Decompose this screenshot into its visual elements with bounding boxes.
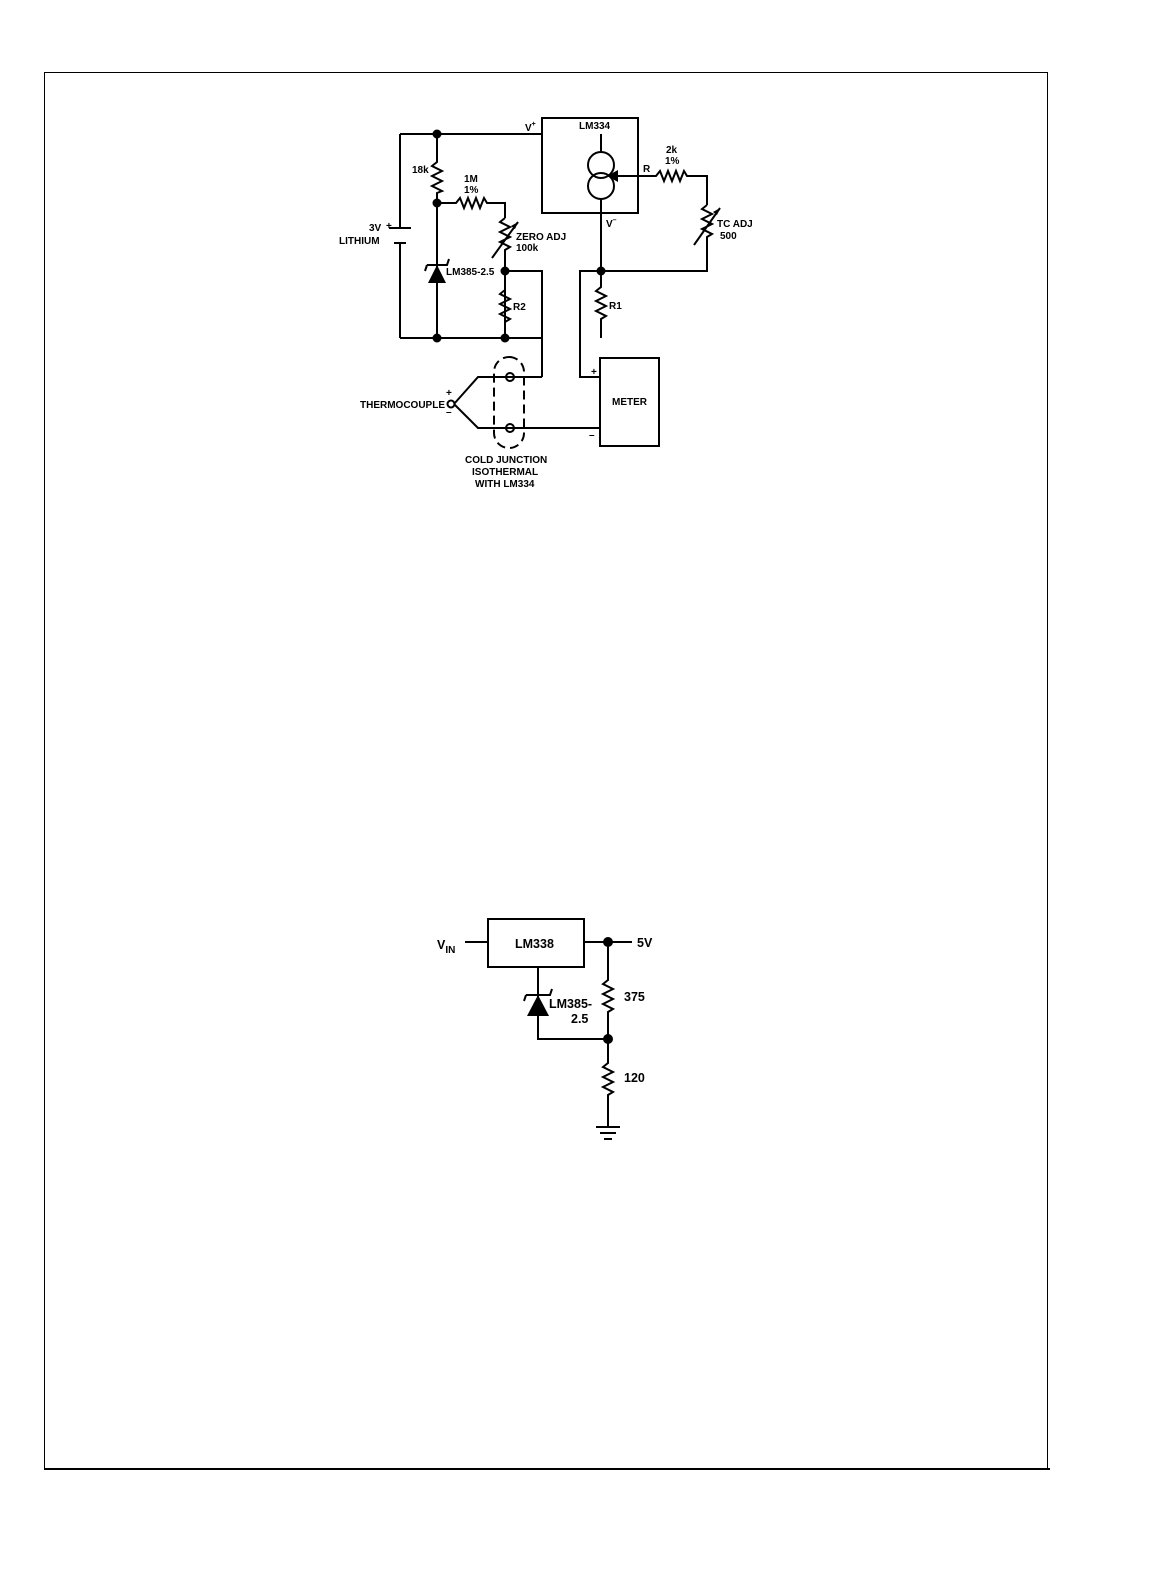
r18k-label: 18k [412, 165, 429, 176]
resistor-18k [432, 134, 442, 338]
pot-tc-adj [601, 205, 712, 271]
wire-r2-to-tc [505, 271, 542, 377]
tc-adj-value: 500 [720, 231, 737, 242]
r2k-label: 2k [666, 145, 678, 156]
r-pin-label: R [643, 164, 651, 175]
node-dot [433, 199, 442, 208]
vout-label: 5V [637, 936, 653, 950]
lm385-label: LM385-2.5 [446, 267, 495, 278]
meter-plus-label: + [591, 367, 597, 378]
battery-label: 3V [369, 223, 382, 234]
resistor-r1 [596, 271, 606, 338]
meter-label: METER [612, 397, 648, 408]
lm385-label-2: 2.5 [571, 1012, 588, 1026]
lm334-label: LM334 [579, 121, 611, 132]
r1-label: R1 [609, 301, 622, 312]
battery-plus-label: + [386, 221, 392, 232]
with-lm334-label: WITH LM334 [475, 479, 535, 490]
resistor-1m [437, 198, 505, 218]
resistor-120 [603, 1039, 613, 1127]
isothermal-label: ISOTHERMAL [472, 467, 538, 478]
isothermal-enclosure [494, 357, 524, 448]
node-dot [501, 334, 510, 343]
current-source-symbol [588, 134, 638, 271]
battery-symbol [389, 228, 411, 243]
regulator-circuit: VIN LM338 5V LM385- 2.5 375 120 [437, 919, 653, 1139]
wire-tc-minus [454, 404, 600, 428]
v-minus-label: V– [606, 217, 617, 230]
resistor-2k [638, 171, 707, 205]
thermocouple-label: THERMOCOUPLE [360, 400, 445, 411]
r1m-label: 1M [464, 174, 478, 185]
r1m-tol-label: 1% [464, 185, 479, 196]
lm334-box [542, 118, 638, 213]
cold-junction-label: COLD JUNCTION [465, 455, 547, 466]
wire-meter-plus [580, 271, 601, 377]
node-dot [501, 267, 510, 276]
node-dot [433, 334, 442, 343]
r120-label: 120 [624, 1071, 645, 1085]
lm385-label-1: LM385- [549, 997, 592, 1011]
node-dot [603, 937, 613, 947]
lm338-label: LM338 [515, 937, 554, 951]
zero-adj-value: 100k [516, 243, 539, 254]
r2-label: R2 [513, 302, 526, 313]
ground-symbol [596, 1127, 620, 1139]
vin-label: VIN [437, 938, 455, 956]
meter-minus-label: – [589, 430, 595, 441]
wire-tc-plus [454, 377, 510, 404]
battery-chem-label: LITHIUM [339, 236, 380, 247]
tc-minus-label: – [446, 407, 452, 418]
tc-adj-label: TC ADJ [717, 219, 753, 230]
v-plus-label: V+ [525, 121, 536, 134]
resistor-375 [603, 942, 613, 1039]
zero-adj-label: ZERO ADJ [516, 232, 566, 243]
r375-label: 375 [624, 990, 645, 1004]
thermocouple-circuit: LM334 V+ V– R 18k 1M 1% 2k 1% + 3V LITHI… [339, 118, 753, 490]
tc-plus-label: + [446, 388, 452, 399]
node-dot [603, 1034, 613, 1044]
r2k-tol-label: 1% [665, 156, 680, 167]
node-dot [433, 130, 442, 139]
wire-bottom-rail [400, 338, 542, 377]
